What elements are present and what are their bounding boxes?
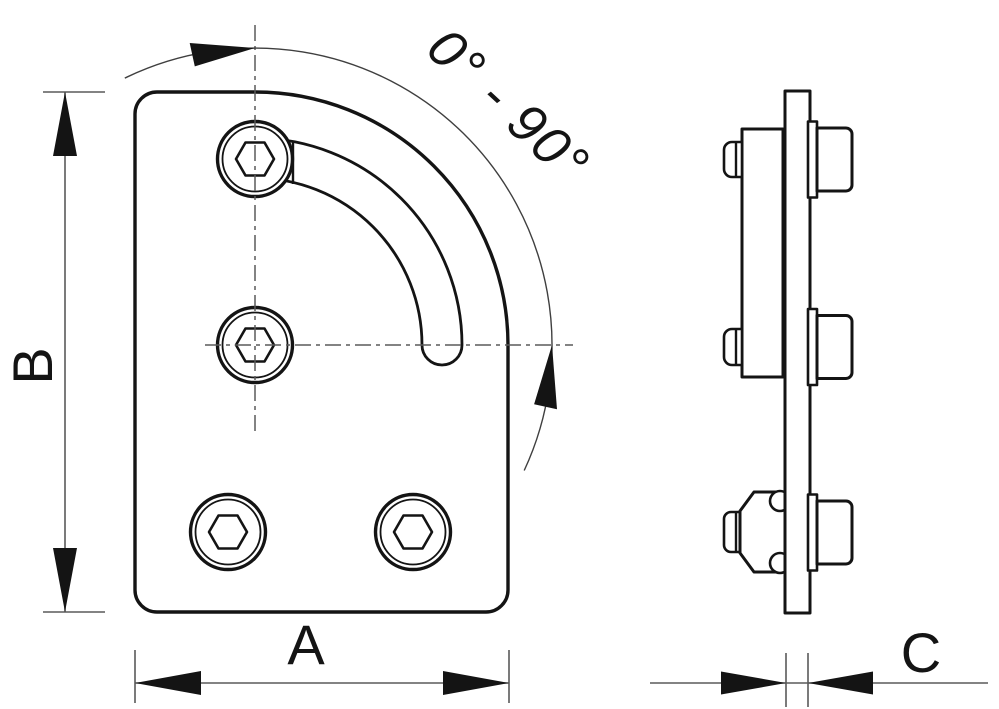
- dim-arrow-up: [53, 92, 77, 156]
- clamp-nut-cap: [722, 510, 742, 554]
- screw-head-side: [815, 126, 854, 193]
- screw-head-side: [815, 314, 854, 380]
- dim-arrow-down: [53, 548, 77, 612]
- dimension-c: C: [650, 621, 988, 707]
- hex-socket-icon: [392, 514, 434, 550]
- angle-range-label: 0° - 90°: [416, 17, 601, 195]
- dim-a-label: A: [287, 613, 325, 676]
- screw-head-inner-circle: [194, 498, 262, 566]
- mount-screw-right: [373, 492, 453, 572]
- near-screw-middle: [806, 307, 854, 387]
- screw-head-side: [815, 499, 854, 566]
- front-view: 0° - 90° B A: [1, 17, 601, 703]
- dim-arrow-right: [808, 671, 873, 695]
- dim-c-label: C: [901, 621, 941, 684]
- screw-head-inner-circle: [379, 498, 447, 566]
- dimension-b: B: [1, 91, 105, 613]
- angle-arrow-top: [189, 43, 255, 67]
- dim-b-label: B: [1, 347, 64, 384]
- back-bar: [740, 127, 785, 379]
- mount-screw-left: [188, 492, 268, 572]
- side-view: C: [650, 89, 988, 707]
- dim-arrow-left: [135, 671, 201, 695]
- dimension-a: A: [134, 613, 510, 703]
- clamp-nut: [722, 489, 792, 575]
- angle-arrow-right: [534, 345, 557, 410]
- near-screw-top: [806, 120, 854, 199]
- nub-shape: [722, 327, 744, 367]
- dim-arrow-left: [721, 671, 786, 695]
- hex-socket-icon: [207, 514, 249, 550]
- plate-edge: [783, 89, 812, 615]
- far-screw-head-middle: [722, 327, 744, 367]
- nub-shape: [722, 140, 744, 179]
- near-screw-bottom: [806, 493, 854, 572]
- dim-arrow-right: [443, 671, 509, 695]
- far-screw-head-top: [722, 140, 744, 179]
